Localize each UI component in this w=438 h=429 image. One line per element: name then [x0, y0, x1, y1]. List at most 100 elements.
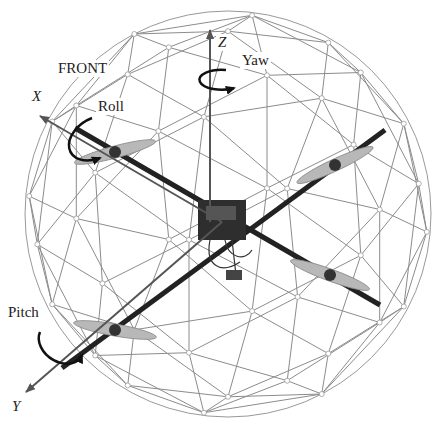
cage-strut	[158, 47, 168, 131]
cage-strut	[404, 124, 419, 184]
axis-label: X	[30, 88, 43, 105]
cage-strut	[252, 188, 267, 311]
cage-joint	[401, 121, 406, 126]
cage-strut	[128, 385, 204, 412]
cage-joint	[125, 72, 130, 77]
axis-label: Y	[10, 398, 22, 415]
y-axis	[26, 222, 222, 392]
cage-joint	[358, 70, 363, 75]
cage-strut	[134, 311, 252, 330]
yaw-arrow	[199, 70, 234, 90]
cage-joint	[285, 378, 290, 383]
x-axis	[40, 116, 222, 222]
rotation-label: Roll	[96, 98, 126, 115]
cage-joint	[93, 353, 98, 358]
cage-strut	[267, 75, 268, 188]
cage-strut	[298, 297, 380, 323]
cage-strut	[52, 74, 128, 121]
wires	[209, 240, 252, 275]
cage-joint	[295, 294, 300, 299]
front-label: FRONT	[56, 60, 109, 77]
cage-joint	[265, 186, 270, 191]
cage-strut	[169, 240, 252, 312]
cage-joint	[351, 142, 356, 147]
cage-strut	[204, 397, 228, 413]
roll-arrow	[69, 118, 100, 161]
cage-strut	[380, 210, 427, 232]
cage-joint	[74, 216, 79, 221]
motors	[109, 146, 341, 336]
cage-strut	[189, 297, 298, 353]
cage-joint	[319, 392, 324, 397]
cage-joint	[27, 194, 32, 199]
cage-strut	[52, 219, 76, 305]
cage-strut	[29, 196, 52, 304]
cage-joint	[50, 302, 55, 307]
cage-joint	[125, 383, 130, 388]
cage-joint	[265, 73, 270, 78]
cage-strut	[134, 240, 169, 330]
flight-controller	[198, 200, 246, 240]
cage-strut	[204, 31, 228, 117]
cage-strut	[204, 117, 287, 189]
cage-strut	[128, 74, 204, 117]
cage-strut	[76, 219, 134, 330]
cage-strut	[322, 323, 380, 395]
rotation-label: Pitch	[6, 304, 41, 321]
cage-joint	[226, 394, 231, 399]
cage-strut	[380, 124, 404, 210]
cage-strut	[361, 184, 419, 256]
cage-joint	[226, 29, 231, 34]
cage-joint	[358, 253, 363, 258]
cage-strut	[404, 232, 427, 307]
cage-strut	[134, 15, 252, 34]
cage-strut	[252, 15, 328, 42]
cage-strut	[361, 73, 419, 184]
rotation-label: Yaw	[240, 52, 271, 69]
axis-label: Z	[216, 34, 228, 51]
cage-joint	[187, 237, 192, 242]
cage-strut	[419, 184, 427, 232]
frame-arm	[62, 130, 385, 368]
cage-joint	[377, 207, 382, 212]
z-axis	[209, 30, 211, 222]
cage-joint	[416, 181, 421, 186]
cage-strut	[37, 244, 52, 304]
cage-strut	[52, 122, 95, 173]
pitch-arrow	[39, 332, 82, 364]
cage-joint	[35, 242, 40, 247]
cage-joint	[285, 186, 290, 191]
cage-strut	[404, 184, 419, 307]
cage-joint	[250, 13, 255, 18]
cage-joint	[201, 410, 206, 415]
cage-strut	[158, 131, 267, 188]
cage-strut	[380, 307, 404, 323]
cage-joint	[201, 114, 206, 119]
cage-strut	[134, 330, 228, 397]
cage-joint	[166, 45, 171, 50]
cage-strut	[189, 353, 204, 413]
cage-joint	[377, 320, 382, 325]
cage-strut	[134, 34, 169, 47]
cage-strut	[228, 311, 252, 397]
cage-strut	[322, 43, 329, 99]
cage-strut	[158, 75, 267, 131]
cage-joint	[326, 40, 331, 45]
cage-strut	[354, 73, 361, 145]
cage-strut	[37, 122, 52, 245]
cage-strut	[189, 353, 287, 381]
cage-joint	[93, 170, 98, 175]
cage-strut	[322, 307, 404, 395]
cage-outline	[25, 11, 431, 417]
receiver	[226, 270, 242, 280]
cage-joint	[156, 129, 161, 134]
cage-joint	[132, 32, 137, 37]
cage-joint	[250, 309, 255, 314]
cage-strut	[29, 196, 76, 218]
cage-strut	[287, 381, 322, 394]
cage-joint	[100, 281, 105, 286]
cage-strut	[76, 219, 169, 240]
cage-strut	[322, 354, 329, 394]
cage-joint	[166, 237, 171, 242]
